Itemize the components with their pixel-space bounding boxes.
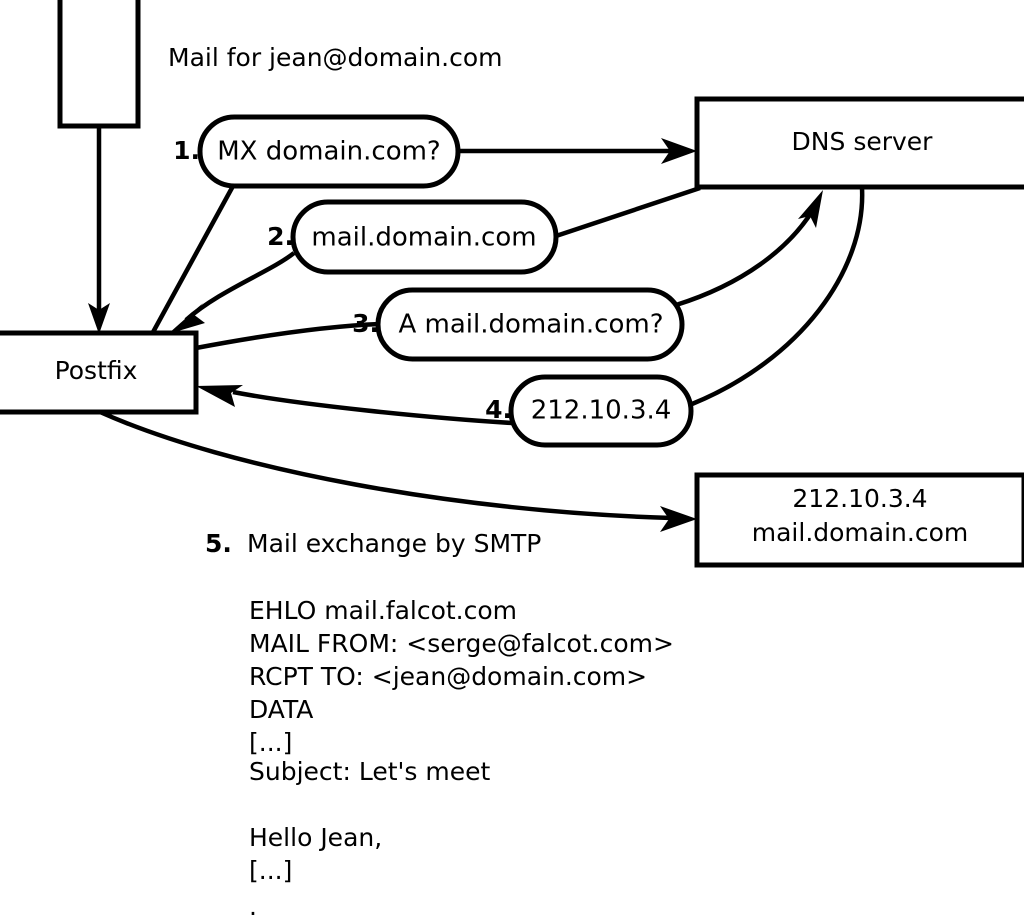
edge-postfix-to-target-host xyxy=(99,409,673,521)
transcript-line-4: [...] xyxy=(249,728,292,757)
dns-server-box-label: DNS server xyxy=(792,127,934,156)
step4-number: 4. xyxy=(485,395,512,424)
mail-for-caption: Mail for jean@domain.com xyxy=(168,43,503,72)
arrowhead-sender-to-postfix xyxy=(88,303,110,334)
step3-number: 3. xyxy=(352,309,379,338)
transcript-line-9: . xyxy=(249,892,257,919)
step3-bubble xyxy=(375,287,685,362)
edge-step4-to-postfix xyxy=(232,389,513,426)
target-host-name-label: mail.domain.com xyxy=(752,518,968,547)
step1-bubble-label: MX domain.com? xyxy=(217,137,440,167)
edge-step2-to-postfix xyxy=(184,251,296,322)
step5-label: Mail exchange by SMTP xyxy=(247,529,541,558)
step2-bubble xyxy=(290,199,559,275)
edge-dns-to-step2 xyxy=(555,185,701,239)
postfix-box-label: Postfix xyxy=(55,356,138,385)
step1-bubble xyxy=(197,114,461,189)
transcript-line-1: MAIL FROM: <serge@falcot.com> xyxy=(249,629,674,658)
arrowhead-postfix-to-target-host xyxy=(660,506,697,532)
step2-bubble-label: mail.domain.com xyxy=(311,223,536,253)
edge-postfix-to-step3 xyxy=(195,321,381,351)
step4-bubble-label: 212.10.3.4 xyxy=(531,396,672,426)
transcript-line-2: RCPT TO: <jean@domain.com> xyxy=(249,662,647,691)
edge-postfix-to-step1 xyxy=(150,184,235,336)
step4-bubble xyxy=(508,374,694,448)
transcript-line-8: [...] xyxy=(249,856,292,885)
arrowhead-step3-to-dns xyxy=(798,190,823,228)
edge-dns-to-step4 xyxy=(691,187,865,407)
step3-bubble-label: A mail.domain.com? xyxy=(399,310,664,340)
postfix-box xyxy=(0,330,199,415)
step1-number: 1. xyxy=(173,136,200,165)
target-host-box xyxy=(694,472,1024,568)
target-host-ip-label: 212.10.3.4 xyxy=(792,484,927,513)
arrowhead-step1-to-dns xyxy=(661,138,697,164)
transcript-line-0: EHLO mail.falcot.com xyxy=(249,596,517,625)
sender-box xyxy=(57,0,141,129)
transcript-line-3: DATA xyxy=(249,695,313,724)
step5-number: 5. xyxy=(205,529,232,558)
step2-number: 2. xyxy=(267,222,294,251)
edge-step3-to-dns xyxy=(675,203,818,308)
transcript-line-7: Hello Jean, xyxy=(249,823,382,852)
arrowhead-step4-to-postfix xyxy=(196,385,243,407)
arrowhead-step2-to-postfix xyxy=(168,303,205,334)
transcript-line-5: Subject: Let's meet xyxy=(249,757,490,786)
dns-server-box xyxy=(694,96,1024,190)
